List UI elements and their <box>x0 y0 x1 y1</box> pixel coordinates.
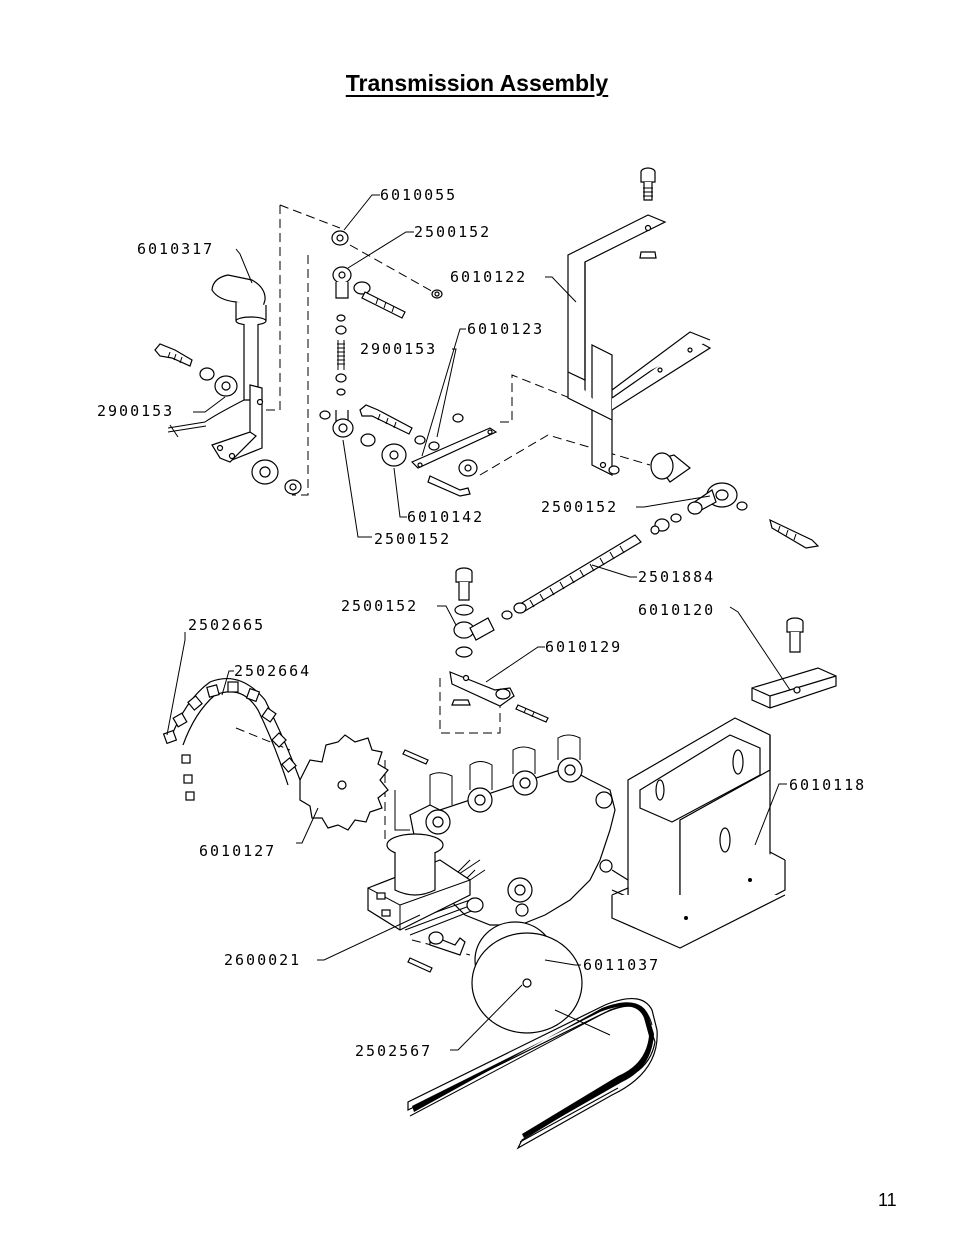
part-label: 2500152 <box>374 530 451 548</box>
pulley-6011037 <box>471 921 583 1034</box>
leader-lines <box>166 194 791 1051</box>
part-label: 6010123 <box>467 320 544 338</box>
bolt-top-6010122 <box>639 167 657 259</box>
threaded-rod-2501884 <box>501 534 642 620</box>
part-label: 2501884 <box>638 568 715 586</box>
part-label: 2502664 <box>234 662 311 680</box>
rod-end-right <box>650 452 820 549</box>
part-label: 6010127 <box>199 842 276 860</box>
part-label: 6010055 <box>380 186 457 204</box>
sprocket-6010127 <box>299 734 389 831</box>
assembly-dashed-lines <box>235 204 651 956</box>
part-label: 2500152 <box>341 597 418 615</box>
bolt-upper-right <box>353 281 443 319</box>
washers-6010142 <box>360 433 407 467</box>
page-title: Transmission Assembly <box>345 70 609 96</box>
part-label: 2900153 <box>360 340 437 358</box>
vbelt-2502567 <box>407 998 658 1150</box>
motor-mount-6010118 <box>611 717 786 949</box>
part-labels: 6010055 2500152 6010317 6010122 6010123 … <box>97 186 866 1060</box>
part-label: 6010129 <box>545 638 622 656</box>
page-number: 11 <box>878 1190 897 1210</box>
vertical-link-rod <box>319 230 354 438</box>
part-label: 6010142 <box>407 508 484 526</box>
rod-end-lower-2500152 <box>453 567 495 658</box>
part-label: 6010317 <box>137 240 214 258</box>
part-label: 6010118 <box>789 776 866 794</box>
part-label: 2502665 <box>188 616 265 634</box>
part-label: 2500152 <box>541 498 618 516</box>
bolt-2900153-left <box>154 343 238 397</box>
drive-chain-2502664 <box>162 678 301 801</box>
angle-bracket-6010120 <box>751 617 837 709</box>
lower-washers-left <box>251 459 302 495</box>
shaft-keys <box>402 749 433 973</box>
part-label: 2502567 <box>355 1042 432 1060</box>
lever-arm-6010129 <box>449 671 549 723</box>
part-label: 2900153 <box>97 402 174 420</box>
part-label: 2500152 <box>414 223 491 241</box>
bracket-6010122 <box>567 214 712 476</box>
part-label: 6011037 <box>583 956 660 974</box>
shift-handle-6010317 <box>167 274 267 463</box>
part-label: 2600021 <box>224 951 301 969</box>
part-label: 6010122 <box>450 268 527 286</box>
bracket-6010123 <box>359 404 498 497</box>
part-label: 6010120 <box>638 601 715 619</box>
gear-reducer-housing <box>367 734 616 956</box>
